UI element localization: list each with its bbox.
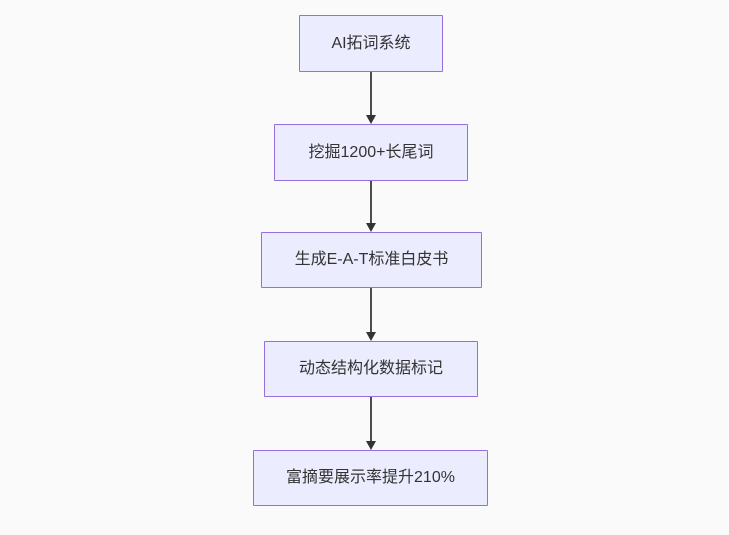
flow-node-label: 生成E-A-T标准白皮书 (294, 251, 449, 269)
edge-line (370, 181, 372, 224)
flow-node-structured-data-markup: 动态结构化数据标记 (264, 341, 478, 397)
arrow-down-icon (366, 441, 376, 450)
flow-node-label: 富摘要展示率提升210% (286, 469, 455, 487)
flow-node-label: 动态结构化数据标记 (298, 360, 443, 378)
arrow-down-icon (366, 115, 376, 124)
arrow-down-icon (366, 332, 376, 341)
flow-edge-3 (365, 288, 377, 341)
flow-edge-4 (365, 397, 377, 450)
flow-edge-1 (365, 72, 377, 124)
flow-node-label: AI拓词系统 (331, 34, 411, 52)
flow-node-rich-snippet-result: 富摘要展示率提升210% (253, 450, 488, 506)
edge-line (370, 397, 372, 442)
edge-line (370, 288, 372, 333)
flow-node-label: 挖掘1200+长尾词 (308, 143, 434, 161)
flow-node-ai-keyword-system: AI拓词系统 (299, 15, 443, 72)
arrow-down-icon (366, 223, 376, 232)
edge-line (370, 72, 372, 116)
flow-node-eat-whitepaper: 生成E-A-T标准白皮书 (261, 232, 482, 288)
flow-node-longtail-mining: 挖掘1200+长尾词 (274, 124, 468, 181)
flow-edge-2 (365, 181, 377, 232)
